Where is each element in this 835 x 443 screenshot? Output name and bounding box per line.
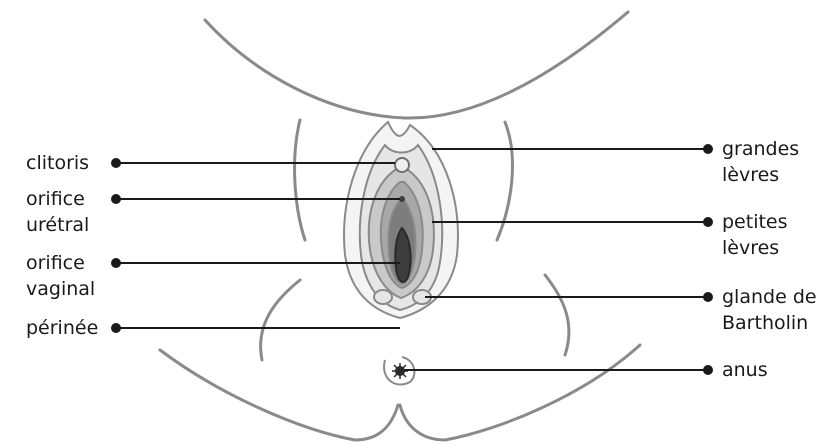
label-orifice-uretral: orifice urétral xyxy=(26,186,89,238)
label-clitoris: clitoris xyxy=(26,150,89,176)
label-anus: anus xyxy=(722,357,768,383)
label-petites-levres: petites lèvres xyxy=(722,209,788,261)
label-glande-bartholin: glande de Bartholin xyxy=(722,284,817,336)
left-groin-line xyxy=(261,280,300,360)
clitoris-shape xyxy=(395,158,409,172)
vulva xyxy=(344,122,458,318)
right-buttock-line xyxy=(400,345,640,440)
abdomen-curve xyxy=(205,12,628,118)
label-perinee: périnée xyxy=(26,315,98,341)
label-grandes-levres: grandes lèvres xyxy=(722,136,799,188)
left-thigh-line xyxy=(295,120,305,240)
right-groin-line xyxy=(545,275,569,355)
bartholin-left-shape xyxy=(374,290,392,304)
left-buttock-line xyxy=(160,350,398,440)
label-orifice-vaginal: orifice vaginal xyxy=(26,250,95,302)
